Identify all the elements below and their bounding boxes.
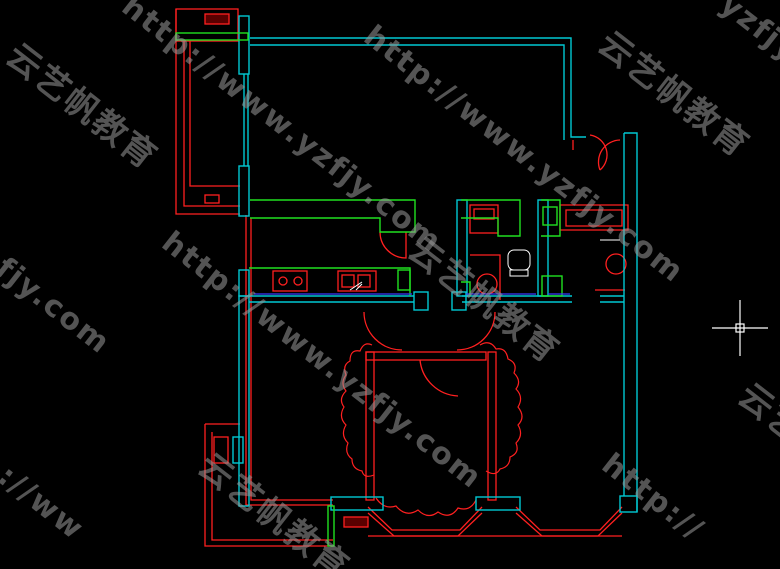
watermark-brand-2: 云艺帆教育 bbox=[590, 24, 756, 166]
watermark-url-fragment-bottom: ://ww bbox=[0, 459, 91, 548]
watermark-brand-1: 云艺帆教育 bbox=[0, 36, 165, 178]
watermark-url-fragment-left: fjy.com bbox=[0, 251, 117, 362]
watermark-url-fragment-top: yzfjy bbox=[713, 0, 780, 70]
fixture-layer bbox=[349, 239, 620, 291]
watermark-brand-4: 云艺帆教育 bbox=[190, 446, 356, 569]
red-outline-layer bbox=[175, 8, 629, 547]
watermark-url-fragment-right: http:// bbox=[595, 447, 711, 548]
crosshair-icon bbox=[712, 300, 768, 356]
watermark-brand-3: 云艺帆教育 bbox=[400, 230, 566, 372]
furniture-layer bbox=[175, 32, 563, 547]
plant-outline-layer bbox=[340, 342, 523, 517]
watermark-brand-fragment: 云艺 bbox=[730, 376, 780, 452]
